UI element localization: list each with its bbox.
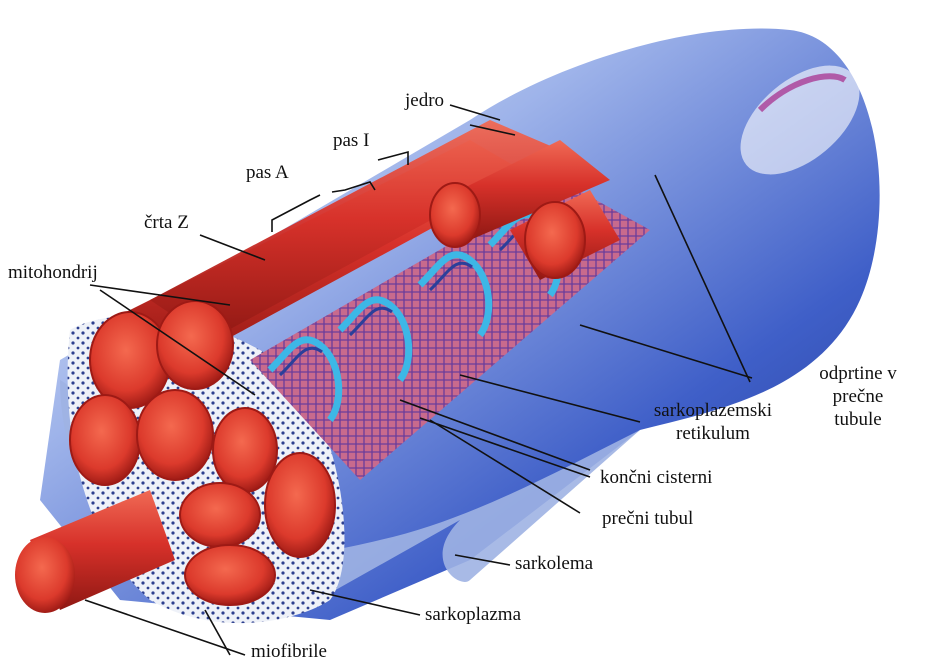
label-koncni-cisterni: končni cisterni bbox=[600, 467, 712, 490]
label-sarkoplazma: sarkoplazma bbox=[425, 604, 521, 627]
label-odprtine-line2: prečne bbox=[788, 386, 928, 409]
label-precni-tubul: prečni tubul bbox=[602, 508, 693, 531]
label-sarkoplazemski-line1: sarkoplazemski bbox=[638, 400, 788, 423]
label-sarkolema: sarkolema bbox=[515, 553, 593, 576]
label-mitohondrij: mitohondrij bbox=[8, 262, 98, 285]
label-sarkoplazemski-retikulum: sarkoplazemski retikulum bbox=[638, 400, 788, 446]
label-crta-z: črta Z bbox=[144, 212, 189, 235]
label-pas-i: pas I bbox=[333, 130, 369, 153]
label-odprtine: odprtine v prečne tubule bbox=[788, 363, 928, 431]
label-odprtine-line3: tubule bbox=[788, 409, 928, 432]
label-odprtine-line1: odprtine v bbox=[788, 363, 928, 386]
label-sarkoplazemski-line2: retikulum bbox=[638, 423, 788, 446]
label-jedro: jedro bbox=[405, 90, 444, 113]
label-miofibrile: miofibrile bbox=[251, 641, 327, 664]
label-pas-a: pas A bbox=[246, 162, 289, 185]
